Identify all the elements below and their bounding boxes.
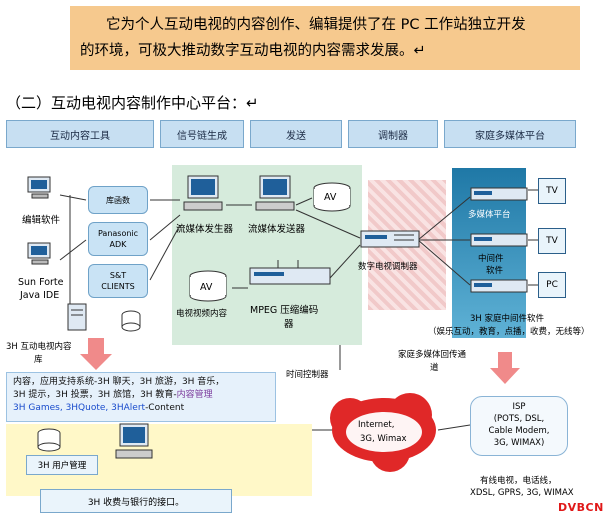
- java-ide-label: Java IDE: [20, 290, 60, 301]
- content-suffix-text: -Content: [145, 403, 185, 413]
- content-line-2: 3H 提示，3H 投票，3H 旅馆，3H 教育-内容管理: [13, 389, 269, 402]
- family-software-label: 3H 家庭中间件软件: [470, 314, 545, 324]
- return-down-arrow: [490, 352, 520, 384]
- library-server-icon: [67, 303, 87, 331]
- user-db-icon: [37, 428, 61, 452]
- content-apps-box: 内容，应用支持系统-3H 聊天，3H 旅游，3H 音乐， 3H 提示，3H 投票…: [6, 372, 276, 422]
- user-mgmt-box: 3H 用户管理: [26, 455, 98, 475]
- isp-title: ISP: [512, 402, 526, 412]
- payment-label: 3H 收费与银行的接口。: [87, 497, 185, 508]
- pc-label: PC: [546, 280, 558, 290]
- internet-3g-label: 3G, Wimax: [360, 434, 407, 444]
- quote-text: 3HQuote,: [65, 403, 112, 413]
- return-channel-label-1: 家庭多媒体回传通: [398, 350, 467, 360]
- av-label-2: AV: [200, 282, 213, 293]
- isp-line-3: Cable Modem,: [488, 426, 550, 436]
- isp-line-2: (POTS, DSL,: [493, 414, 545, 424]
- games-text: 3H Games,: [13, 403, 66, 413]
- section-title: （二）互动电视内容制作中心平台：↵: [6, 94, 259, 112]
- stream-sender-icon: [255, 175, 295, 211]
- sun-forte-label: Sun Forte: [18, 277, 64, 288]
- isp-line-4: 3G, WIMAX): [493, 438, 545, 448]
- dvbcn-logo: DVBCN: [558, 501, 604, 514]
- library-functions-label: 库函数: [106, 195, 130, 205]
- edit-pc-icon: [27, 176, 51, 199]
- middleware-label-1: 中间件: [478, 254, 504, 264]
- user-mgmt-pc-icon: [115, 423, 153, 459]
- tv-label-2: TV: [546, 236, 558, 246]
- panasonic-label: Panasonic: [97, 229, 139, 238]
- family-software-features: （娱乐互动，教育，点播，收费，无线等）: [428, 327, 590, 337]
- return-channel-label-2: 道: [430, 363, 439, 373]
- settop-box-icon-2: [470, 233, 528, 247]
- av-storage-icon-1: [313, 182, 351, 212]
- header-interactive-tools: 互动内容工具: [6, 120, 154, 148]
- payment-interface-box: 3H 收费与银行的接口。: [40, 489, 232, 513]
- content-mgmt-text: 内容管理: [176, 390, 213, 400]
- intro-banner: 它为个人互动电视的内容创作、编辑提供了在 PC 工作站独立开发 的环境，可极大推…: [70, 6, 580, 70]
- settop-box-icon-3: [470, 279, 528, 293]
- time-controller-label: 时间控制器: [286, 370, 329, 380]
- lib-down-arrow: [80, 338, 112, 370]
- banner-line-1: 它为个人互动电视的内容创作、编辑提供了在 PC 工作站独立开发: [106, 17, 526, 33]
- user-mgmt-label: 3H 用户管理: [37, 461, 87, 471]
- isp-box: ISP (POTS, DSL, Cable Modem, 3G, WIMAX): [470, 396, 568, 456]
- library-functions-box: 库函数: [88, 186, 148, 214]
- adk-label: ADK: [109, 240, 127, 249]
- library-db-icon: [121, 310, 141, 332]
- stream-sender-label: 流媒体发送器: [248, 224, 306, 235]
- wired-label-2: XDSL, GPRS, 3G, WIMAX: [470, 488, 574, 498]
- mpeg-encoder-icon: [249, 260, 331, 285]
- content-line-2a: 3H 提示，3H 投票，3H 旅馆，3H 教育-: [13, 390, 177, 400]
- mm-platform-label: 多媒体平台: [468, 210, 511, 220]
- edit-software-label: 编辑软件: [22, 215, 61, 226]
- internet-label: Internet,: [358, 420, 395, 430]
- modulator-icon: [360, 230, 420, 248]
- stream-generator-label: 流媒体发生器: [176, 224, 234, 235]
- banner-line-2: 的环境，可极大推动数字互动电视的内容需求发展。↵: [80, 43, 426, 59]
- lib-label-2: 库: [34, 355, 43, 365]
- st-label: S&T: [109, 271, 127, 280]
- header-send: 发送: [250, 120, 342, 148]
- tv-screen-2: TV: [538, 228, 566, 254]
- wired-label-1: 有线电视，电话线，: [480, 476, 557, 486]
- header-modulator: 调制器: [348, 120, 438, 148]
- st-clients-box: S&T CLIENTS: [88, 264, 148, 298]
- mpeg-label-2: 器: [284, 319, 294, 330]
- clients-label: CLIENTS: [101, 282, 135, 291]
- av-storage-icon-2: [189, 270, 227, 302]
- middleware-label-2: 软件: [486, 266, 504, 276]
- tv-label-1: TV: [546, 186, 558, 196]
- stream-generator-icon: [183, 175, 223, 211]
- tv-screen-1: TV: [538, 178, 566, 204]
- header-signal-chain: 信号链生成: [160, 120, 244, 148]
- settop-box-icon-1: [470, 187, 528, 201]
- panasonic-adk-box: Panasonic ADK: [88, 222, 148, 256]
- modulator-label: 数字电视调制器: [358, 262, 418, 272]
- av-label-1: AV: [324, 192, 337, 203]
- java-pc-icon: [27, 242, 51, 265]
- lib-label: 3H 互动电视内容: [6, 342, 72, 352]
- header-home-multimedia: 家庭多媒体平台: [444, 120, 576, 148]
- content-line-3: 3H Games, 3HQuote, 3HAlert-Content: [13, 402, 269, 415]
- alert-text: 3HAlert: [111, 403, 146, 413]
- mpeg-label-1: MPEG 压缩编码: [250, 305, 319, 316]
- pc-screen: PC: [538, 272, 566, 298]
- video-content-label: 电视视频内容: [176, 309, 228, 319]
- content-line-1: 内容，应用支持系统-3H 聊天，3H 旅游，3H 音乐，: [13, 377, 225, 387]
